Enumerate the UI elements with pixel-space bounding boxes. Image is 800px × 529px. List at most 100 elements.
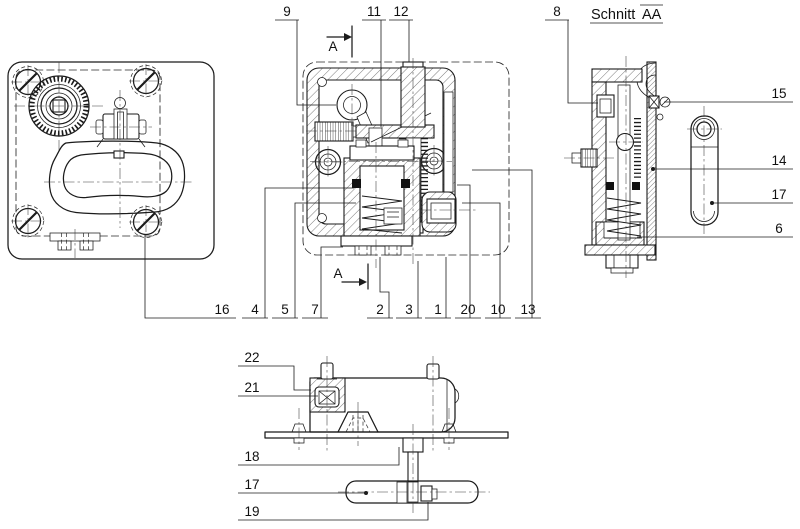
mounting-plate-section [646, 61, 657, 261]
knurled-ring [29, 76, 89, 136]
callout-3: 3 [396, 261, 422, 319]
plunger-collar [349, 145, 415, 161]
seal-right [401, 179, 410, 188]
compression-spring [361, 195, 403, 234]
svg-text:20: 20 [460, 302, 475, 317]
section-aa-view [564, 56, 722, 278]
seal-left [352, 179, 361, 188]
svg-text:16: 16 [214, 302, 229, 317]
section-arrow-a-top: A [326, 25, 353, 58]
cover-plate-phantom [302, 61, 510, 256]
callout-7: 7 [302, 246, 343, 319]
svg-text:4: 4 [251, 302, 259, 317]
handle-pivot-bracket [90, 97, 152, 148]
center-section-view [302, 58, 510, 268]
callout-17-right: 17 [710, 187, 793, 205]
callout-19: 19 [238, 502, 429, 521]
callout-14: 14 [651, 153, 793, 171]
rivet-left [291, 408, 307, 450]
callout-6: 6 [637, 221, 793, 238]
callout-22: 22 [238, 350, 311, 391]
svg-text:8: 8 [553, 4, 561, 19]
callout-4: 4 [242, 187, 354, 319]
svg-text:22: 22 [244, 350, 259, 365]
section-arrow-a-bottom: A [333, 263, 369, 290]
callout-12: 12 [389, 4, 413, 62]
stud-front [317, 356, 337, 452]
bushing-recess [596, 94, 615, 118]
svg-text:21: 21 [244, 380, 259, 395]
inner-piston [383, 207, 403, 225]
lever-arm-side [687, 106, 722, 235]
corner-screw-bottom-right [129, 205, 163, 238]
bottom-nut [605, 254, 639, 274]
lock-cylinder [14, 62, 106, 152]
arrowhead [359, 278, 367, 286]
svg-text:14: 14 [771, 153, 787, 168]
svg-text:17: 17 [771, 187, 786, 202]
callout-16: 16 [144, 234, 236, 319]
svg-text:2: 2 [376, 302, 384, 317]
seal-left-aa [606, 182, 614, 190]
seal-right-aa [632, 182, 640, 190]
svg-text:10: 10 [490, 302, 505, 317]
housing-hidden-outline [15, 69, 161, 237]
callout-18: 18 [238, 447, 400, 466]
callout-17-bottom: 17 [238, 477, 368, 495]
arrowhead [344, 33, 352, 41]
callout-15: 15 [664, 86, 793, 103]
stud-seat-section [309, 377, 346, 413]
washer-screw-left [312, 146, 344, 178]
section-title: Schnitt AA [590, 4, 663, 24]
handle-side-view [338, 424, 490, 516]
rivet-right [441, 408, 457, 450]
svg-text:9: 9 [283, 4, 291, 19]
callout-21: 21 [238, 380, 318, 397]
callout-8: 8 [545, 4, 598, 104]
cover-plate-outline [7, 61, 215, 260]
svg-text:6: 6 [775, 221, 783, 236]
callout-2: 2 [367, 257, 393, 319]
callout-1: 1 [425, 257, 451, 319]
bottom-catch-bracket [49, 229, 101, 258]
section-title-plane: AA [642, 7, 662, 23]
callout-9: 9 [275, 4, 336, 106]
svg-text:15: 15 [771, 86, 786, 101]
plunger-assembly [340, 139, 421, 256]
ring-handle [44, 90, 192, 228]
callout-5: 5 [272, 202, 356, 319]
callouts: 9 11 12 8 15 14 17 6 [144, 4, 793, 521]
svg-text:18: 18 [244, 449, 259, 464]
section-letter-bottom: A [333, 266, 342, 281]
bottom-view [264, 356, 509, 516]
bottom-flange [584, 244, 656, 256]
side-boss [454, 388, 460, 404]
corner-screw-top-left [11, 65, 45, 99]
handle-latch-notch [113, 150, 125, 159]
svg-text:13: 13 [520, 302, 535, 317]
plate-flange-curve-inner [645, 74, 657, 98]
section-letter-top: A [328, 39, 337, 54]
corner-screw-bottom-left [11, 204, 45, 238]
callout-13: 13 [472, 169, 541, 319]
housing-top-wall [591, 68, 643, 83]
latch-block [420, 191, 478, 233]
compression-spring-aa [606, 197, 642, 237]
svg-text:19: 19 [244, 504, 259, 519]
svg-text:1: 1 [434, 302, 442, 317]
side-screw [564, 148, 616, 168]
mounting-plate-edge [264, 431, 509, 439]
guide-flange [340, 235, 413, 247]
spindle-nut [420, 485, 433, 502]
corner-screw-top-right [129, 64, 163, 98]
callout-10: 10 [462, 202, 511, 319]
svg-text:12: 12 [393, 4, 408, 19]
pivot-bracket-side [337, 402, 379, 446]
svg-text:3: 3 [405, 302, 413, 317]
stud-rear [426, 356, 440, 452]
housing-hole-bottom [317, 213, 327, 223]
front-view [7, 61, 215, 260]
guide-slot [443, 91, 454, 193]
